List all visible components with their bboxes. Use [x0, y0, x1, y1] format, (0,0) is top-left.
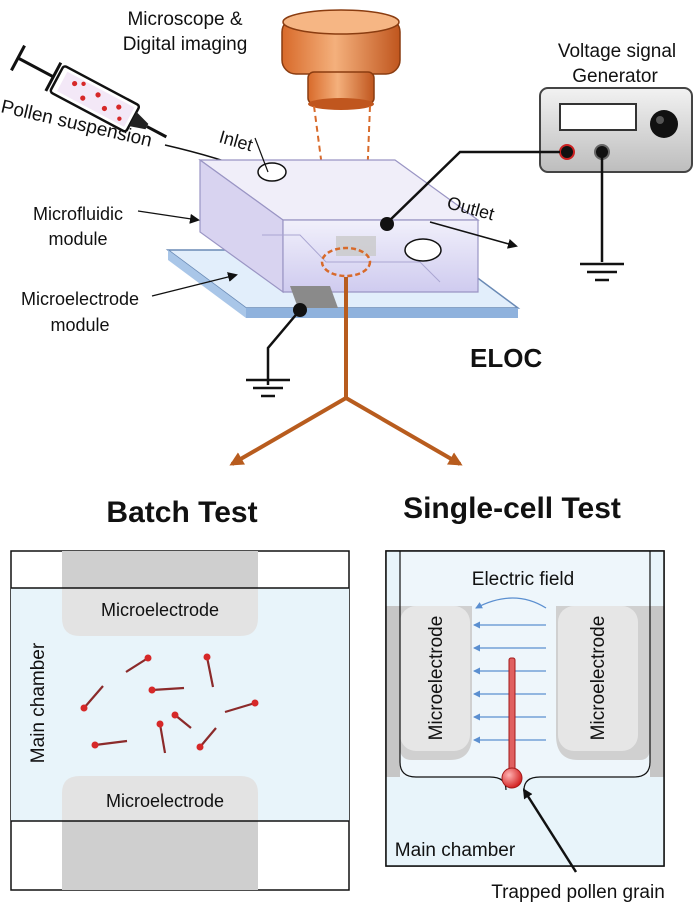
voltage-generator-icon	[539, 87, 693, 173]
single-electrode-right-label: Microelectrode	[588, 616, 609, 741]
microscope-icon	[281, 9, 401, 110]
trapped-pointer-arrow-icon	[522, 788, 578, 873]
pollen-tube	[508, 657, 516, 777]
batch-electrode-bottom-label: Microelectrode	[106, 791, 224, 811]
trapped-pollen-label: Trapped pollen grain	[491, 882, 665, 903]
microelectrode-pointer	[151, 272, 238, 297]
batch-test-panel	[10, 550, 350, 891]
pollen-grains	[83, 656, 256, 754]
pollen-grain-heads	[80, 653, 259, 751]
slide-edge-front	[246, 308, 518, 318]
inlet-label: Inlet	[217, 127, 255, 156]
microfluidic-label-1: Microfluidic	[33, 204, 123, 224]
wiring	[266, 150, 604, 385]
microelectrode-module-label-2: module	[50, 315, 109, 335]
trapped-pollen-grain-icon	[501, 767, 523, 789]
wire-node-bottom	[293, 303, 307, 317]
imaging-cone	[313, 105, 371, 259]
batch-test-title: Batch Test	[106, 496, 257, 529]
single-electrode-left-label: Microelectrode	[426, 616, 447, 741]
voltage-label-1: Voltage signal	[558, 41, 676, 62]
wire-node-top	[380, 217, 394, 231]
single-cell-test-title: Single-cell Test	[403, 492, 621, 525]
spacer2	[245, 358, 440, 365]
electric-field-label: Electric field	[472, 569, 574, 590]
microfluidic-label-2: module	[48, 229, 107, 249]
inlet-pointer	[254, 137, 269, 173]
microelectrode-module-label-1: Microelectrode	[21, 289, 139, 309]
observation-area	[320, 246, 372, 278]
ground-icon	[246, 378, 290, 398]
microfluidic-block	[198, 158, 480, 294]
eloc-label: ELOC	[470, 343, 542, 373]
outlet-arrow-icon	[429, 221, 518, 249]
single-main-chamber-label: Main chamber	[395, 840, 516, 861]
microscope-label-2: Digital imaging	[123, 34, 248, 55]
microfluidic-pointer	[137, 210, 200, 224]
microscope-label-1: Microscope &	[127, 9, 242, 30]
ground-icon	[580, 262, 624, 282]
electrode-pad	[290, 286, 338, 308]
voltage-label-2: Generator	[572, 66, 658, 87]
branch-arrows-icon	[229, 277, 463, 466]
batch-main-chamber-label: Main chamber	[28, 642, 49, 763]
batch-electrode-top-label: Microelectrode	[101, 600, 219, 620]
single-cell-panel	[385, 550, 665, 867]
syringe-icon	[10, 44, 168, 139]
slide-edge-left	[168, 250, 246, 318]
